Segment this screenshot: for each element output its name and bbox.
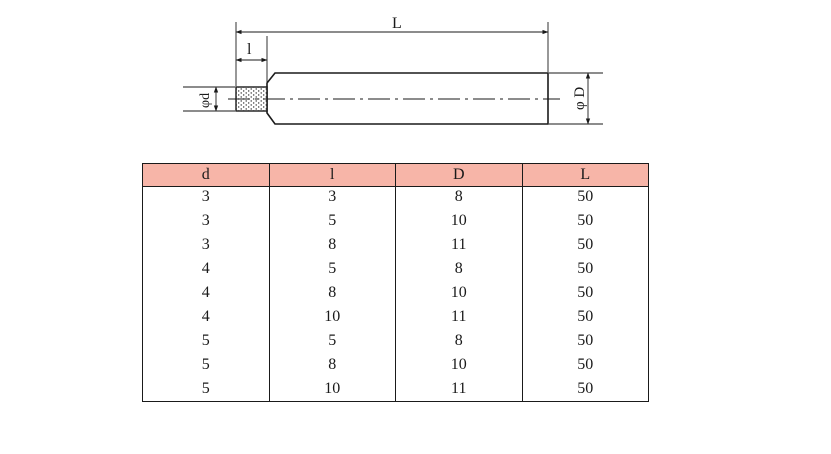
cell-d: 4: [142, 307, 270, 331]
cell-D: 8: [395, 259, 523, 283]
table-row: 3 8 11 50: [142, 235, 649, 259]
cell-L: 50: [521, 235, 649, 259]
cell-l: 3: [268, 186, 396, 211]
cell-d: 4: [142, 259, 270, 283]
cell-d: 5: [142, 355, 270, 379]
table-row: 5 8 10 50: [142, 355, 649, 379]
cell-l: 8: [268, 235, 396, 259]
cell-D: 11: [395, 235, 523, 259]
dimension-table: d l D L 3 3 8 50 3 5 10 50 3 8 11 50 4 5…: [142, 163, 649, 402]
cell-d: 3: [142, 211, 270, 235]
table-row: 5 10 11 50: [142, 379, 649, 402]
table-header-row: d l D L: [142, 163, 649, 187]
table-row: 4 8 10 50: [142, 283, 649, 307]
cell-D: 10: [395, 211, 523, 235]
cell-d: 3: [142, 235, 270, 259]
header-D: D: [395, 163, 523, 187]
cell-d: 5: [142, 331, 270, 355]
cell-L: 50: [521, 211, 649, 235]
cell-d: 4: [142, 283, 270, 307]
cell-D: 10: [395, 283, 523, 307]
cell-l: 10: [268, 307, 396, 331]
cell-D: 10: [395, 355, 523, 379]
cell-L: 50: [521, 331, 649, 355]
header-d: d: [142, 163, 270, 187]
label-L: L: [392, 15, 402, 32]
cell-L: 50: [521, 379, 649, 402]
table-row: 4 5 8 50: [142, 259, 649, 283]
label-D: φ D: [572, 87, 588, 110]
header-l: l: [268, 163, 396, 187]
cell-L: 50: [521, 259, 649, 283]
cell-L: 50: [521, 186, 649, 211]
cell-l: 5: [268, 331, 396, 355]
table-row: 5 5 8 50: [142, 331, 649, 355]
cell-L: 50: [521, 355, 649, 379]
cell-D: 11: [395, 307, 523, 331]
table-row: 3 5 10 50: [142, 211, 649, 235]
cell-d: 5: [142, 379, 270, 402]
tool-dimension-drawing: L l φd φ D: [183, 15, 603, 125]
cell-L: 50: [521, 307, 649, 331]
cell-D: 8: [395, 331, 523, 355]
cell-l: 10: [268, 379, 396, 402]
cell-l: 8: [268, 283, 396, 307]
cell-D: 8: [395, 186, 523, 211]
cell-l: 5: [268, 211, 396, 235]
label-d: φd: [198, 93, 213, 108]
cell-l: 5: [268, 259, 396, 283]
table-row: 4 10 11 50: [142, 307, 649, 331]
table-row: 3 3 8 50: [142, 186, 649, 211]
cell-d: 3: [142, 186, 270, 211]
header-L: L: [521, 163, 649, 187]
label-l: l: [247, 41, 252, 58]
shank-outline: [266, 72, 549, 125]
cell-D: 11: [395, 379, 523, 402]
cell-l: 8: [268, 355, 396, 379]
cell-L: 50: [521, 283, 649, 307]
